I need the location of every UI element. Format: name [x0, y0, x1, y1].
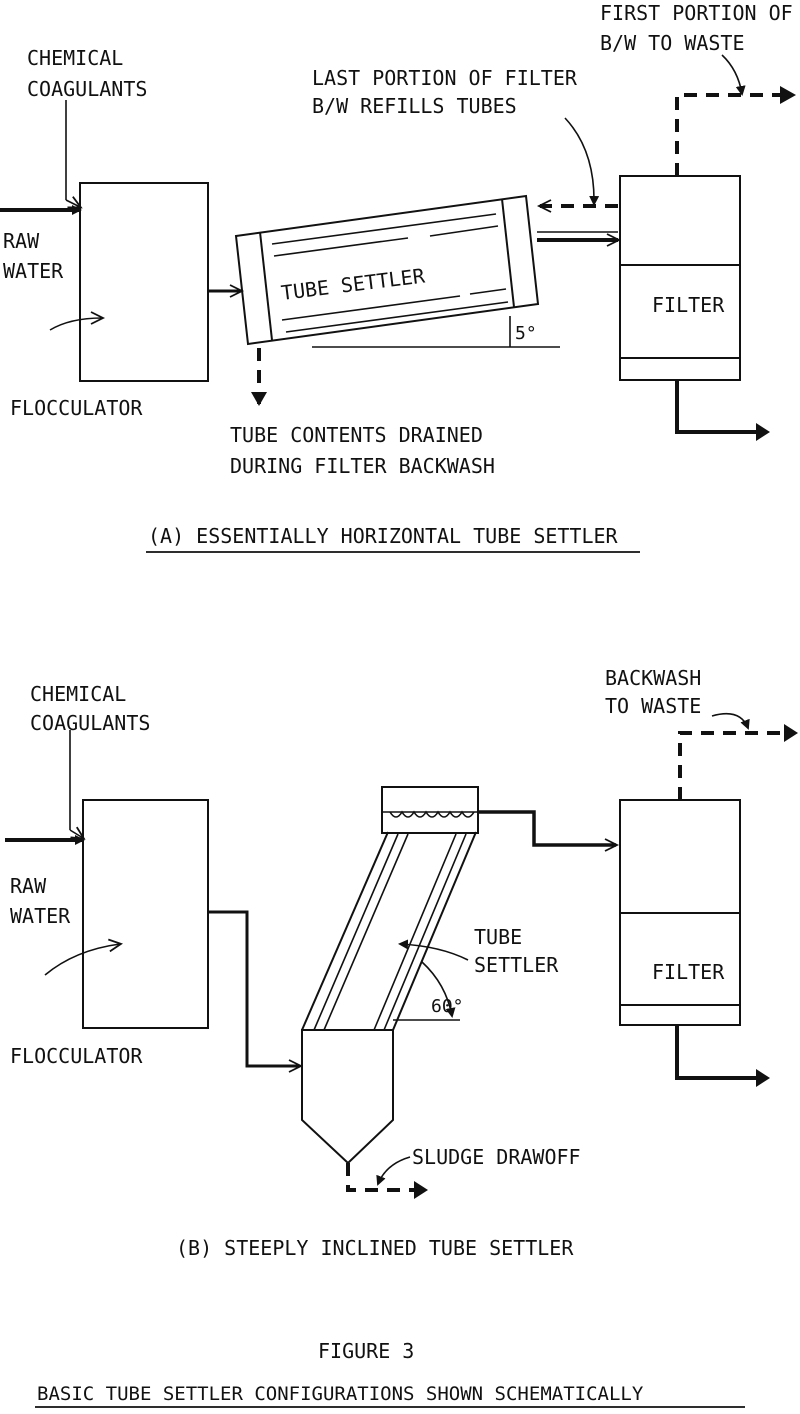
b-filter-label: FILTER — [652, 960, 725, 984]
b-raw-label: RAW — [10, 874, 47, 898]
b-waste-pointer — [711, 712, 750, 730]
a-waste-arrow — [780, 86, 796, 104]
a-coagulants-label: COAGULANTS — [27, 77, 147, 101]
b-coagulant-arrow — [69, 826, 86, 840]
a-refill-pointer — [564, 117, 600, 206]
b-filtered-outlet — [675, 1025, 760, 1080]
b-angle-arc — [421, 961, 456, 1018]
a-waste-line — [675, 93, 788, 176]
a-filtered-outlet — [675, 380, 760, 434]
a-chemical-label: CHEMICAL — [27, 46, 123, 70]
b-sludge-arrow — [414, 1181, 428, 1199]
b-water-label: WATER — [10, 904, 71, 928]
b-tube-label: TUBE — [474, 925, 522, 949]
b-sludge-label: SLUDGE DRAWOFF — [412, 1145, 581, 1169]
a-drain-arrow — [251, 392, 267, 406]
b-waste-line — [678, 731, 788, 800]
a-refills-label: B/W REFILLS TUBES — [312, 94, 517, 118]
a-flocculator-pointer — [49, 311, 106, 331]
b-tube-pointer — [398, 939, 469, 961]
b-flocculator-pointer — [44, 938, 123, 976]
a-outlet-arrow — [756, 423, 770, 441]
a-tube-settler — [234, 194, 540, 346]
b-floc-to-settler-pipe — [208, 910, 304, 1073]
b-settler-to-filter-pipe — [478, 810, 620, 852]
a-coagulant-arrow — [65, 196, 83, 209]
figure-caption: FIGURE 3 BASIC TUBE SETTLER CONFIGURATIO… — [35, 1339, 745, 1408]
b-flocculator — [82, 799, 209, 1029]
b-chemical-label: CHEMICAL — [30, 682, 126, 706]
b-sludge-hopper — [301, 1029, 394, 1165]
b-backwash-label: BACKWASH — [605, 666, 701, 690]
a-raw-label: RAW — [3, 229, 40, 253]
b-top-launder — [381, 786, 479, 834]
a-flocculator — [79, 182, 209, 382]
a-filter-label: FILTER — [652, 293, 725, 317]
diagram-b: CHEMICAL COAGULANTS RAW WATER FLOCCULATO… — [5, 666, 798, 1260]
b-coagulants-label: COAGULANTS — [30, 711, 150, 735]
diagram-a: CHEMICAL COAGULANTS RAW WATER FLOCCULATO… — [0, 1, 796, 553]
b-filter — [619, 799, 741, 1026]
a-angle-label: 5° — [515, 323, 537, 344]
a-backwash-label: DURING FILTER BACKWASH — [230, 454, 495, 478]
a-drained-label: TUBE CONTENTS DRAINED — [230, 423, 483, 447]
b-caption: (B) STEEPLY INCLINED TUBE SETTLER — [176, 1236, 574, 1260]
a-water-label: WATER — [3, 259, 64, 283]
figure-number: FIGURE 3 — [318, 1339, 414, 1363]
a-filter — [619, 175, 741, 381]
a-waste-label: B/W TO WASTE — [600, 31, 745, 55]
a-flocculator-label: FLOCCULATOR — [10, 396, 143, 420]
b-outlet-arrow — [756, 1069, 770, 1087]
b-settler-label: SETTLER — [474, 953, 559, 977]
b-flocculator-label: FLOCCULATOR — [10, 1044, 143, 1068]
a-waste-pointer — [721, 54, 746, 96]
a-first-portion-label: FIRST PORTION OF — [600, 1, 793, 25]
a-caption: (A) ESSENTIALLY HORIZONTAL TUBE SETTLER — [148, 524, 619, 548]
b-sludge-pointer — [376, 1156, 411, 1186]
b-waste-arrow — [784, 724, 798, 742]
b-tube-settler — [301, 831, 477, 1031]
figure-title: BASIC TUBE SETTLER CONFIGURATIONS SHOWN … — [37, 1383, 644, 1405]
a-tube-settler-label: TUBE SETTLER — [280, 263, 427, 305]
a-last-portion-label: LAST PORTION OF FILTER — [312, 66, 578, 90]
b-to-waste-label: TO WASTE — [605, 694, 701, 718]
b-sludge-line — [346, 1163, 418, 1192]
